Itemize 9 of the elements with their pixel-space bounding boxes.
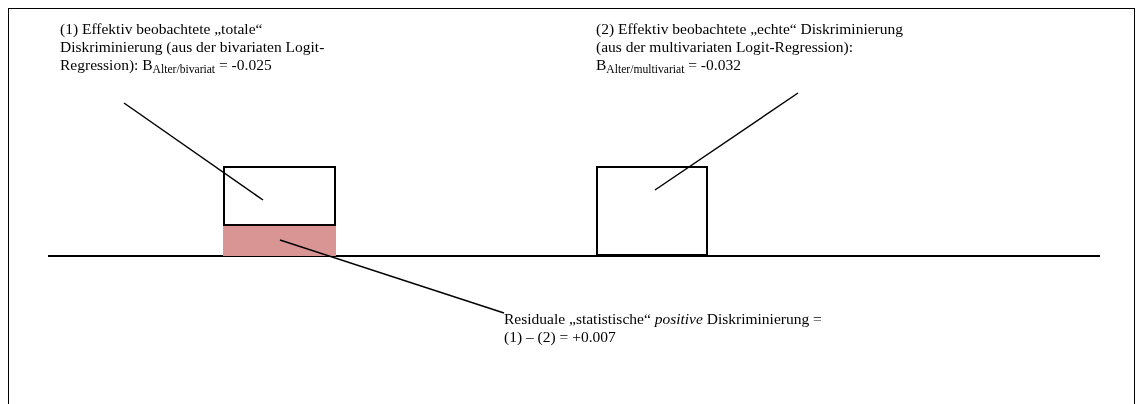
leader-line [654,92,799,191]
rectangle [223,166,336,226]
annotation-text: (1) Effektiv beobachtete „totale“ Diskriminierung (aus der bivariaten Logit-Regression): B$_{Alter/bivariat}$ = -0.025 [60,20,326,74]
annotation-text: Residuale „statistische“ positive Diskriminierung = (1) – (2) = +0.007 [504,310,823,346]
leader-line [123,102,264,201]
leader-line [279,239,505,314]
rectangle [596,166,708,256]
annotation-text: (2) Effektiv beobachtete „echte“ Diskriminierung (aus der multivariaten Logit-Regression): B$_{Alter/multivariat}$ = -0.032 [596,20,904,74]
residual-bar [223,226,336,256]
